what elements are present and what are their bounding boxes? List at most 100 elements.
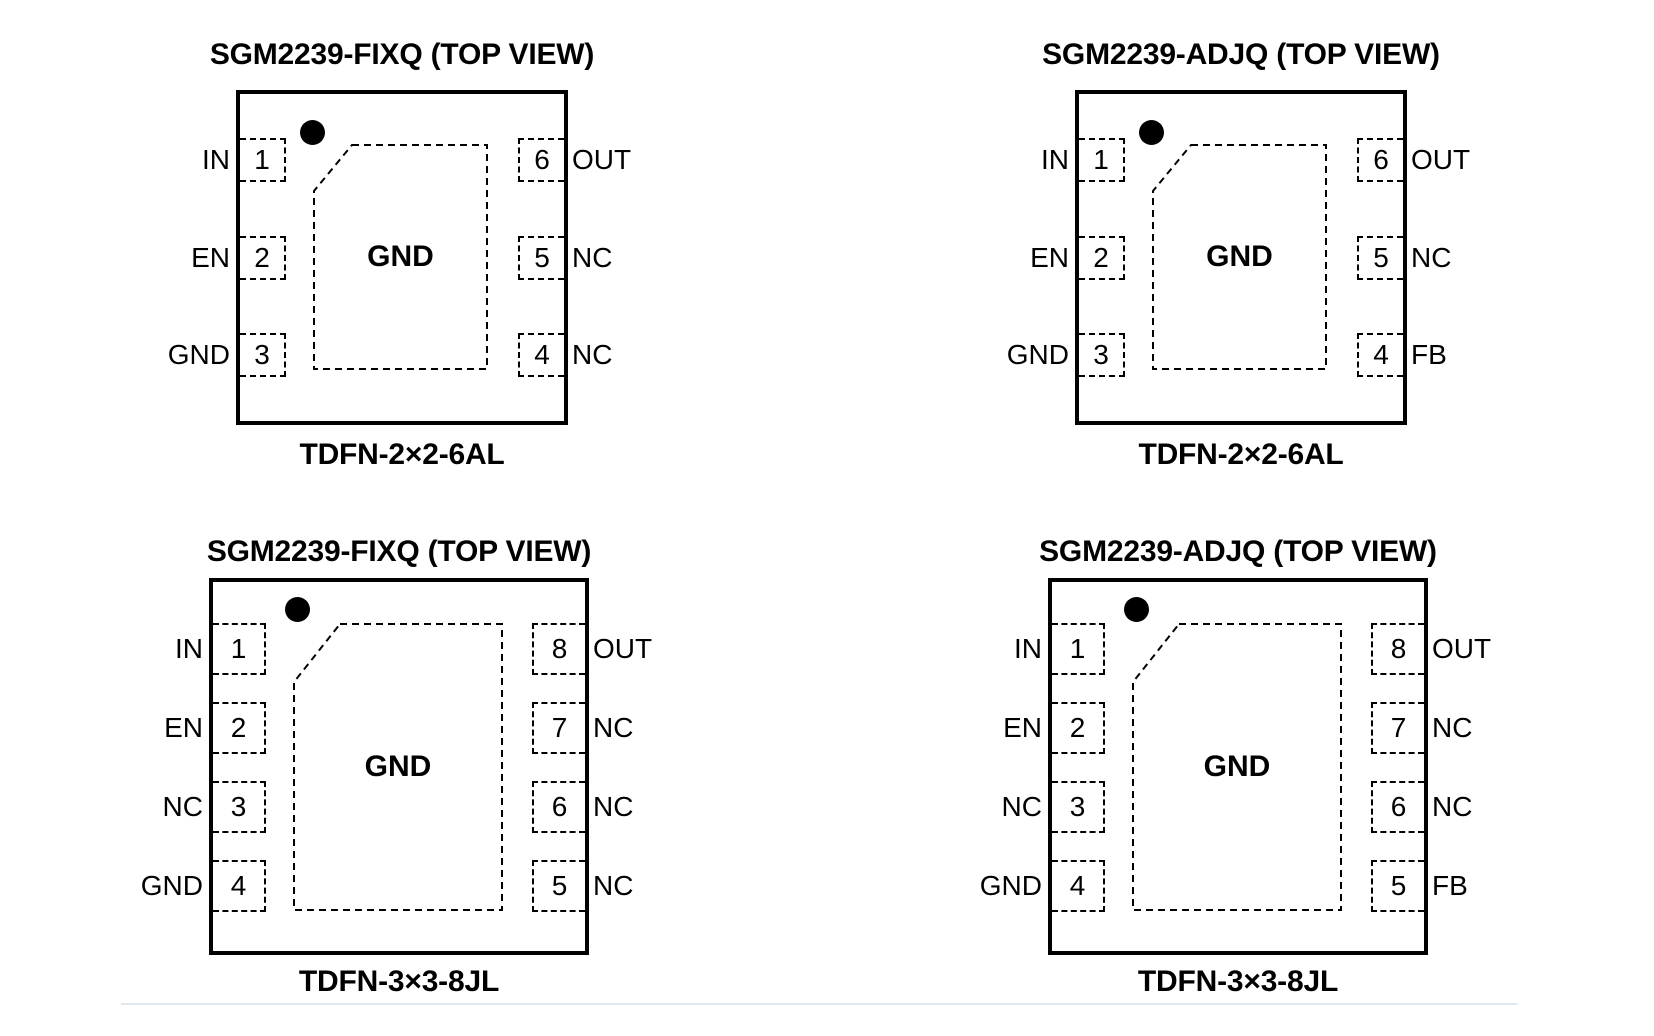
thermal-pad-label: GND — [364, 750, 432, 783]
pin-label: GND — [140, 870, 203, 901]
pin-number: 7 — [1390, 712, 1407, 743]
pin-number: 4 — [534, 339, 550, 370]
pin-pad: 3 — [213, 781, 266, 833]
pin-number: 7 — [551, 712, 568, 743]
pin-number: 6 — [1373, 144, 1389, 175]
pin1-indicator-dot — [300, 120, 325, 145]
pin-label: OUT — [1411, 144, 1471, 175]
pin-number: 3 — [254, 339, 270, 370]
package-outline: GND 1 2 3 IN EN GND 6 5 4 OUT NC FB — [1007, 90, 1470, 425]
pin-number: 6 — [1390, 791, 1407, 822]
pin-pad: 5 — [518, 236, 564, 280]
diagram-title: SGM2239-ADJQ (TOP VIEW) — [1042, 38, 1440, 71]
pin-number: 6 — [551, 791, 568, 822]
pin-pad: 6 — [532, 781, 585, 833]
pin-label: EN — [1003, 712, 1042, 743]
pin-number: 1 — [230, 633, 247, 664]
package-outline: GND 1 2 3 4 IN EN NC GND 8 7 6 5 OUT NC … — [141, 578, 652, 955]
pin-label: NC — [162, 791, 203, 822]
pin-number: 5 — [534, 242, 550, 273]
pin-pad: 2 — [213, 702, 266, 754]
pin-pad: 8 — [1371, 623, 1424, 675]
pin-label: EN — [191, 242, 230, 273]
thermal-pad-outline — [293, 623, 503, 911]
pin-label: GND — [1006, 339, 1069, 370]
pin-pad: 5 — [1371, 860, 1424, 912]
pin-label: OUT — [593, 633, 653, 664]
pin-label: NC — [572, 339, 613, 370]
thermal-pad-label: GND — [367, 240, 434, 273]
pin-label: NC — [593, 712, 634, 743]
pin-pad: 3 — [240, 333, 286, 377]
pin-pad: 6 — [1357, 138, 1403, 182]
pin1-indicator-dot — [1124, 597, 1149, 622]
pin-label: NC — [1001, 791, 1042, 822]
pin-label: NC — [593, 870, 634, 901]
package-outline: GND 1 2 3 4 IN EN NC GND 8 7 6 5 OUT NC … — [980, 578, 1491, 955]
pin-label: NC — [1432, 712, 1473, 743]
pin-pad: 4 — [1052, 860, 1105, 912]
pin-label: NC — [593, 791, 634, 822]
pin-label: OUT — [572, 144, 632, 175]
pin-number: 4 — [1373, 339, 1389, 370]
thermal-pad-label: GND — [1206, 240, 1273, 273]
pin-pad: 4 — [1357, 333, 1403, 377]
pin-label: NC — [1432, 791, 1473, 822]
pin-number: 2 — [254, 242, 270, 273]
pin-pad: 1 — [1052, 623, 1105, 675]
pin-number: 1 — [1093, 144, 1109, 175]
pin-label: FB — [1432, 870, 1468, 901]
diagram-title: SGM2239-ADJQ (TOP VIEW) — [1039, 535, 1437, 568]
pin-pad: 3 — [1079, 333, 1125, 377]
pin-label: EN — [164, 712, 203, 743]
pin-number: 5 — [1390, 870, 1407, 901]
pin1-indicator-dot — [285, 597, 310, 622]
pin-pad: 2 — [240, 236, 286, 280]
pin-pad: 1 — [1079, 138, 1125, 182]
package-caption: TDFN-3×3-8JL — [1137, 965, 1339, 998]
diagram-title: SGM2239-FIXQ (TOP VIEW) — [206, 535, 592, 568]
pin-number: 4 — [230, 870, 247, 901]
page-divider-line — [121, 1003, 1517, 1005]
pin1-indicator-dot — [1139, 120, 1164, 145]
pin-number: 1 — [1069, 633, 1086, 664]
thermal-pad-outline — [1132, 623, 1342, 911]
pin-pad: 8 — [532, 623, 585, 675]
pin-number: 3 — [230, 791, 247, 822]
pin-number: 8 — [1390, 633, 1407, 664]
pin-number: 5 — [551, 870, 568, 901]
pin-pad: 4 — [213, 860, 266, 912]
pin-number: 1 — [254, 144, 270, 175]
pin-pad: 6 — [518, 138, 564, 182]
pin-label: EN — [1030, 242, 1069, 273]
pin-number: 8 — [551, 633, 568, 664]
diagram-title: SGM2239-FIXQ (TOP VIEW) — [209, 38, 595, 71]
pin-pad: 5 — [1357, 236, 1403, 280]
pin-pad: 1 — [213, 623, 266, 675]
pin-label: IN — [1041, 144, 1069, 175]
pin-number: 2 — [1093, 242, 1109, 273]
package-caption: TDFN-3×3-8JL — [298, 965, 500, 998]
pin-pad: 2 — [1052, 702, 1105, 754]
pin-pad: 5 — [532, 860, 585, 912]
thermal-pad-outline — [1152, 144, 1327, 370]
pin-label: FB — [1411, 339, 1447, 370]
pin-pad: 6 — [1371, 781, 1424, 833]
pin-label: IN — [202, 144, 230, 175]
pin-number: 3 — [1069, 791, 1086, 822]
pin-number: 2 — [1069, 712, 1086, 743]
pin-number: 2 — [230, 712, 247, 743]
package-outline: GND 1 2 3 IN EN GND 6 5 4 OUT NC NC — [168, 90, 631, 425]
pin-number: 5 — [1373, 242, 1389, 273]
pin-pad: 4 — [518, 333, 564, 377]
pin-number: 4 — [1069, 870, 1086, 901]
pin-label: NC — [572, 242, 613, 273]
package-caption: TDFN-2×2-6AL — [1138, 438, 1344, 471]
pin-label: IN — [1014, 633, 1042, 664]
pin-number: 6 — [534, 144, 550, 175]
pin-label: NC — [1411, 242, 1452, 273]
pin-pad: 2 — [1079, 236, 1125, 280]
package-caption: TDFN-2×2-6AL — [299, 438, 505, 471]
pin-number: 3 — [1093, 339, 1109, 370]
